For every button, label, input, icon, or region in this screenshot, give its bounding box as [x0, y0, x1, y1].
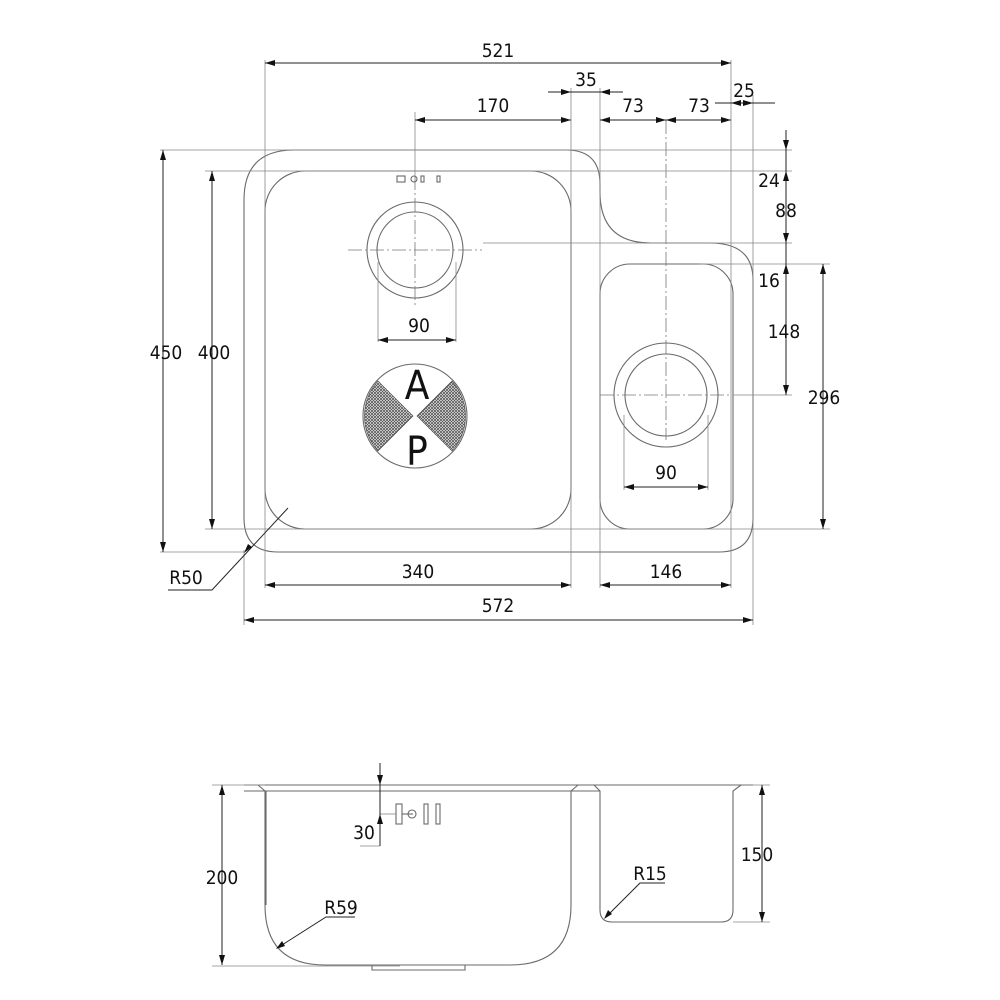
dimension-labels: 521 35 170 73 73 25 24 88 16 148 296 450… — [150, 40, 841, 617]
side-dimension-labels: 30 200 150 R59 R15 — [206, 822, 774, 919]
dim-73-right: 73 — [688, 95, 710, 117]
overflow-holes — [396, 175, 441, 183]
dim-90-main: 90 — [408, 315, 430, 337]
side-view: 30 200 150 R59 R15 — [206, 763, 774, 971]
logo-letter-a: A — [405, 363, 430, 409]
dim-400: 400 — [198, 342, 231, 364]
sink-outer-rim — [243, 149, 754, 553]
dim-521: 521 — [482, 40, 515, 62]
dim-146: 146 — [650, 561, 683, 583]
dim-88: 88 — [775, 200, 797, 222]
logo-letter-p: P — [406, 429, 428, 475]
main-drain — [366, 201, 464, 299]
side-dimension-lines — [219, 763, 765, 965]
dim-572: 572 — [482, 595, 515, 617]
dim-340: 340 — [402, 561, 435, 583]
main-bowl-outline — [264, 170, 572, 530]
dim-25: 25 — [733, 80, 755, 102]
dim-35: 35 — [575, 69, 597, 91]
top-view: A P — [150, 40, 841, 625]
dim-200: 200 — [206, 867, 239, 889]
overflow-detail — [395, 803, 441, 825]
dim-170: 170 — [477, 95, 510, 117]
dimension-lines — [160, 60, 826, 623]
dim-148: 148 — [768, 321, 801, 343]
dim-24: 24 — [758, 170, 780, 192]
radius-r15: R15 — [633, 863, 667, 885]
small-drain — [613, 342, 719, 448]
main-bowl-section — [257, 784, 579, 966]
radius-r59: R59 — [324, 897, 358, 919]
dim-450: 450 — [150, 342, 183, 364]
radius-r50: R50 — [169, 567, 203, 589]
brand-logo: A P — [362, 363, 468, 475]
small-bowl-outline — [599, 263, 734, 530]
dim-150: 150 — [741, 844, 774, 866]
dim-73-left: 73 — [622, 95, 644, 117]
dim-296: 296 — [808, 387, 841, 409]
dim-30: 30 — [353, 822, 375, 844]
side-extension-lines — [212, 784, 770, 967]
extension-lines — [160, 60, 830, 625]
small-bowl-section — [593, 784, 742, 923]
dim-16: 16 — [758, 270, 780, 292]
dim-90-small: 90 — [655, 462, 677, 484]
